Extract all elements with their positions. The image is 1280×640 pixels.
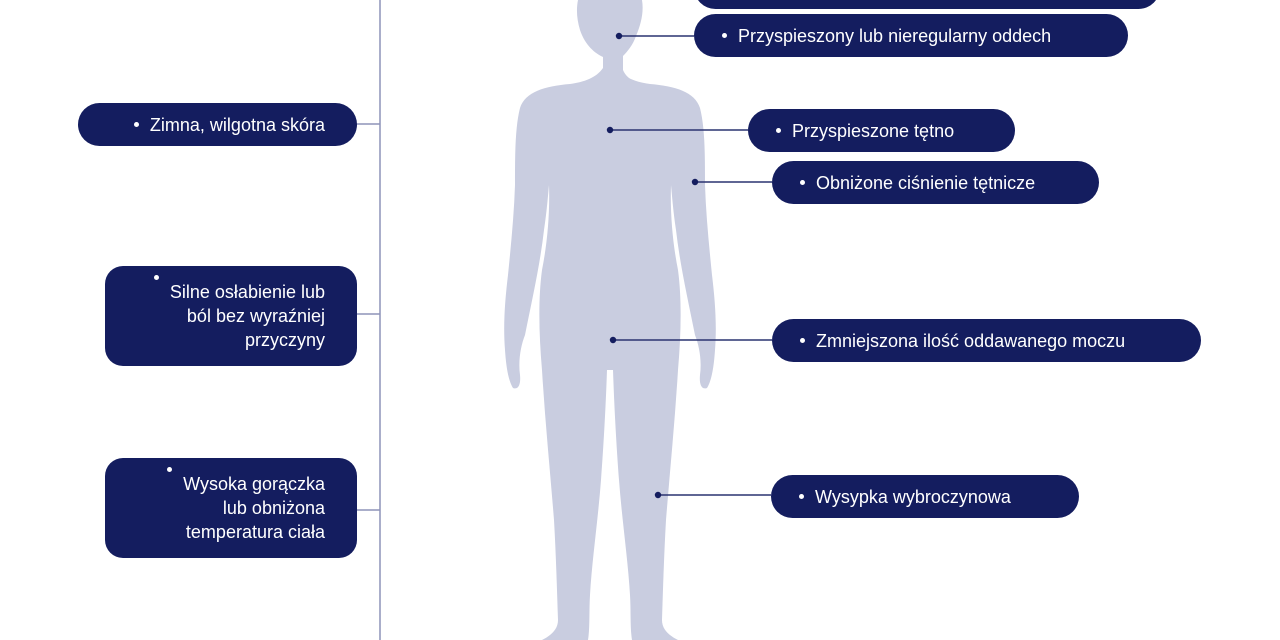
symptom-label: Wysypka wybroczynowa bbox=[815, 486, 1011, 507]
symptom-high-fever-or-low-temperature: Wysoka gorączka lub obniżona temperatura… bbox=[105, 458, 357, 558]
bullet-dot bbox=[799, 494, 804, 499]
symptom-rapid-pulse: Przyspieszone tętno bbox=[748, 109, 1015, 152]
bullet-dot bbox=[153, 275, 159, 280]
anchor-pulse bbox=[606, 126, 614, 134]
symptom-label: Przyspieszony lub nieregularny oddech bbox=[738, 25, 1052, 46]
symptom-cold-clammy-skin: Zimna, wilgotna skóra bbox=[78, 103, 357, 146]
bullet-dot bbox=[800, 180, 805, 185]
symptom-severe-weakness-or-pain: Silne osłabienie lub ból bez wyraźniej p… bbox=[105, 266, 357, 366]
symptom-cut-off-top bbox=[694, 0, 1160, 9]
symptom-rapid-irregular-breathing: Przyspieszony lub nieregularny oddech bbox=[694, 14, 1128, 57]
head bbox=[576, 0, 643, 84]
body-silhouette bbox=[504, 0, 716, 640]
symptom-label: Silne osłabienie lub ból bez wyraźniej p… bbox=[169, 282, 325, 350]
symptom-label: Wysoka gorączka lub obniżona temperatura… bbox=[183, 474, 325, 542]
right-connectors bbox=[606, 32, 772, 499]
symptom-label: Zimna, wilgotna skóra bbox=[149, 114, 325, 135]
anchor-urine bbox=[609, 336, 617, 344]
bullet-dot bbox=[722, 33, 727, 38]
bullet-dot bbox=[133, 122, 139, 127]
symptom-label: Zmniejszona ilość oddawanego moczu bbox=[816, 330, 1126, 351]
anchor-breath bbox=[615, 32, 623, 40]
symptom-label: Obniżone ciśnienie tętnicze bbox=[816, 172, 1036, 193]
anchor-rash bbox=[654, 491, 662, 499]
symptom-reduced-urine-output: Zmniejszona ilość oddawanego moczu bbox=[772, 319, 1201, 362]
bullet-dot bbox=[776, 128, 781, 133]
bullet-dot bbox=[167, 467, 173, 472]
bullet-dot bbox=[800, 338, 805, 343]
torso-and-limbs bbox=[504, 68, 716, 640]
symptom-low-blood-pressure: Obniżone ciśnienie tętnicze bbox=[772, 161, 1099, 204]
symptom-label: Przyspieszone tętno bbox=[792, 120, 955, 141]
anchor-pressure bbox=[691, 178, 699, 186]
symptom-petechial-rash: Wysypka wybroczynowa bbox=[771, 475, 1079, 518]
